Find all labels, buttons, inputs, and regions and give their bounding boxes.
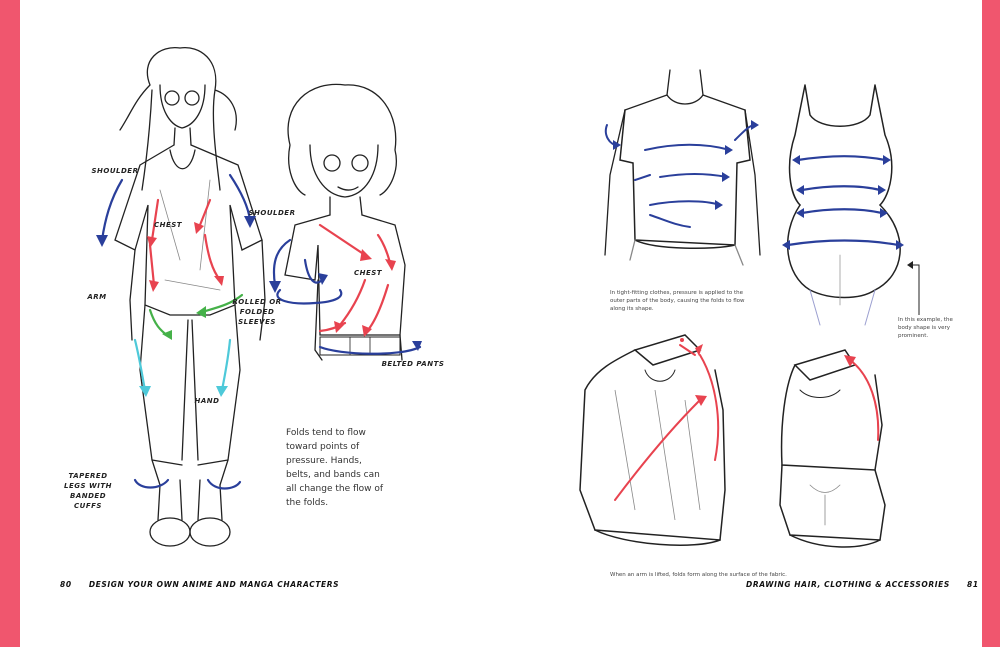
bust-character-illustration [269,83,422,361]
right-page-edge [982,0,1000,647]
label-chest-left: Chest [153,221,183,229]
right-page: In tight-fitting clothes, pressure is ap… [500,0,982,647]
caption-tight-fitting: In tight-fitting clothes, pressure is ap… [610,290,745,312]
caption-body-shape: In this example, the body shape is very … [898,317,953,339]
page-number-right: 81 [967,580,979,589]
tight-shirt-illustration [604,69,761,266]
book-title: Design Your Own Anime and Manga Characte… [88,580,340,589]
label-chest-right: Chest [353,269,383,277]
footer-right: Drawing Hair, Clothing & Accessories 81 [746,580,979,589]
folds-explanation-text: Folds tend to flow toward points of pres… [286,428,384,508]
body-shape-illustration [782,84,904,326]
chapter-title: Drawing Hair, Clothing & Accessories [746,580,950,589]
footer-left: 80 Design Your Own Anime and Manga Chara… [60,580,339,589]
standing-character-illustration [96,47,266,547]
label-hand: Hand [194,397,220,405]
left-page: Shoulder Chest Arm Rolled or folded slee… [20,0,500,647]
page-number-left: 80 [60,580,72,589]
loose-shirt-lifted-arm-illustration [579,334,726,546]
label-belted-pants: Belted pants [381,360,445,368]
label-tapered-legs: Tapered legs with banded cuffs [64,472,112,510]
label-shoulder-left: Shoulder [91,167,139,175]
callout-pointer [907,261,920,315]
label-shoulder-right: Shoulder [248,209,296,217]
label-rolled-sleeves: Rolled or folded sleeves [232,298,282,326]
caption-arm-lifted: When an arm is lifted, folds form along … [610,572,787,578]
label-arm: Arm [87,293,107,301]
left-page-edge [0,0,20,647]
crop-top-lifted-arm-illustration [779,349,886,548]
